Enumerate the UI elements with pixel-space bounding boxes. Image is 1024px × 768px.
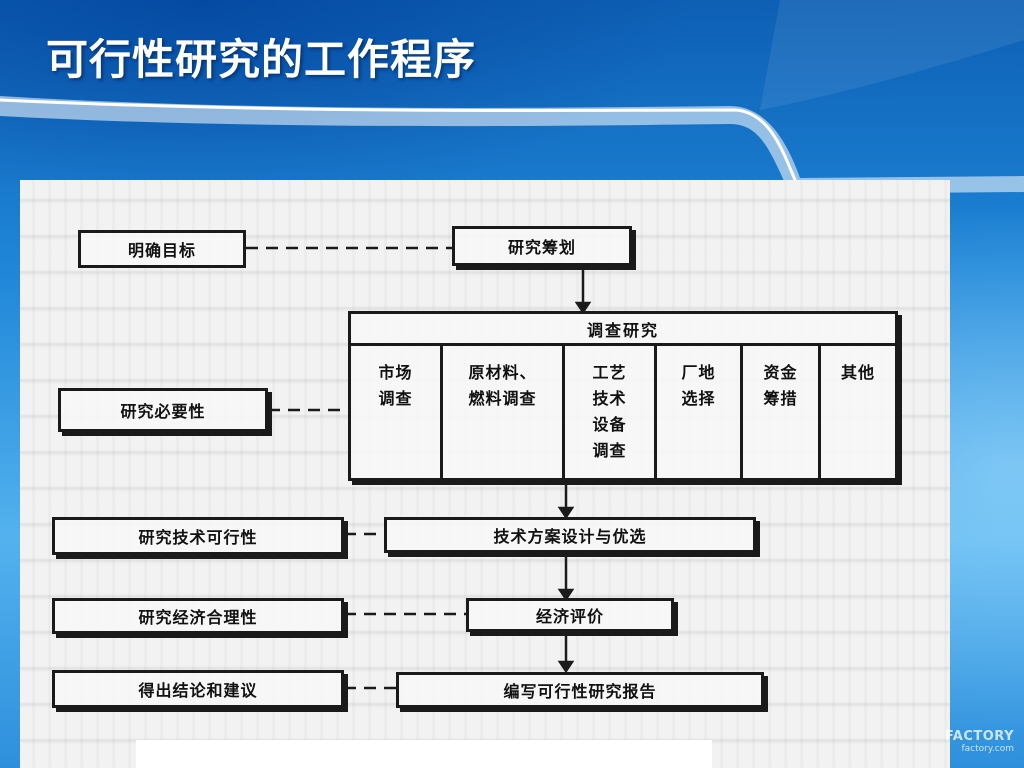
slide-title: 可行性研究的工作程序 [46,35,477,84]
survey-item-other: 其他 [821,346,895,478]
watermark: FACTORY factory.com [945,730,1014,754]
box-necessity: 研究必要性 [58,388,268,432]
survey-item-text: 选择 [681,389,716,408]
survey-item-funding: 资金 筹措 [743,346,821,478]
survey-item-process: 工艺 技术 设备 调查 [565,346,657,478]
survey-item-market: 市场 调查 [351,346,443,478]
page-footer-strip [136,740,712,768]
box-econ-eval: 经济评价 [466,598,674,632]
box-survey: 调查研究 市场 调查 原材料、 燃料调查 工艺 技术 设备 调查 厂地 [348,311,898,481]
survey-item-text: 工艺 [592,363,627,382]
survey-item-text: 筹措 [763,389,798,408]
survey-item-text: 厂地 [681,363,716,382]
survey-item-site: 厂地 选择 [657,346,743,478]
survey-item-text: 资金 [763,363,798,382]
survey-title: 调查研究 [351,314,895,346]
box-define-goal: 明确目标 [78,230,246,268]
survey-item-text: 技术 [592,389,627,408]
survey-item-text: 其他 [840,363,875,382]
box-econ-rationality: 研究经济合理性 [52,598,344,634]
survey-item-materials: 原材料、 燃料调查 [443,346,565,478]
survey-item-text: 设备 [592,415,627,434]
box-tech-design: 技术方案设计与优选 [384,517,756,553]
survey-item-text: 调查 [592,441,627,460]
survey-item-text: 燃料调查 [468,389,537,408]
survey-item-text: 原材料、 [468,363,537,382]
box-planning: 研究筹划 [452,226,632,266]
watermark-brand: FACTORY [944,729,1014,744]
watermark-site: factory.com [961,744,1015,754]
box-conclusion: 得出结论和建议 [52,670,344,708]
box-tech-feasibility: 研究技术可行性 [52,517,344,555]
survey-item-text: 调查 [378,389,413,408]
box-report: 编写可行性研究报告 [396,672,764,708]
survey-item-text: 市场 [378,363,413,382]
